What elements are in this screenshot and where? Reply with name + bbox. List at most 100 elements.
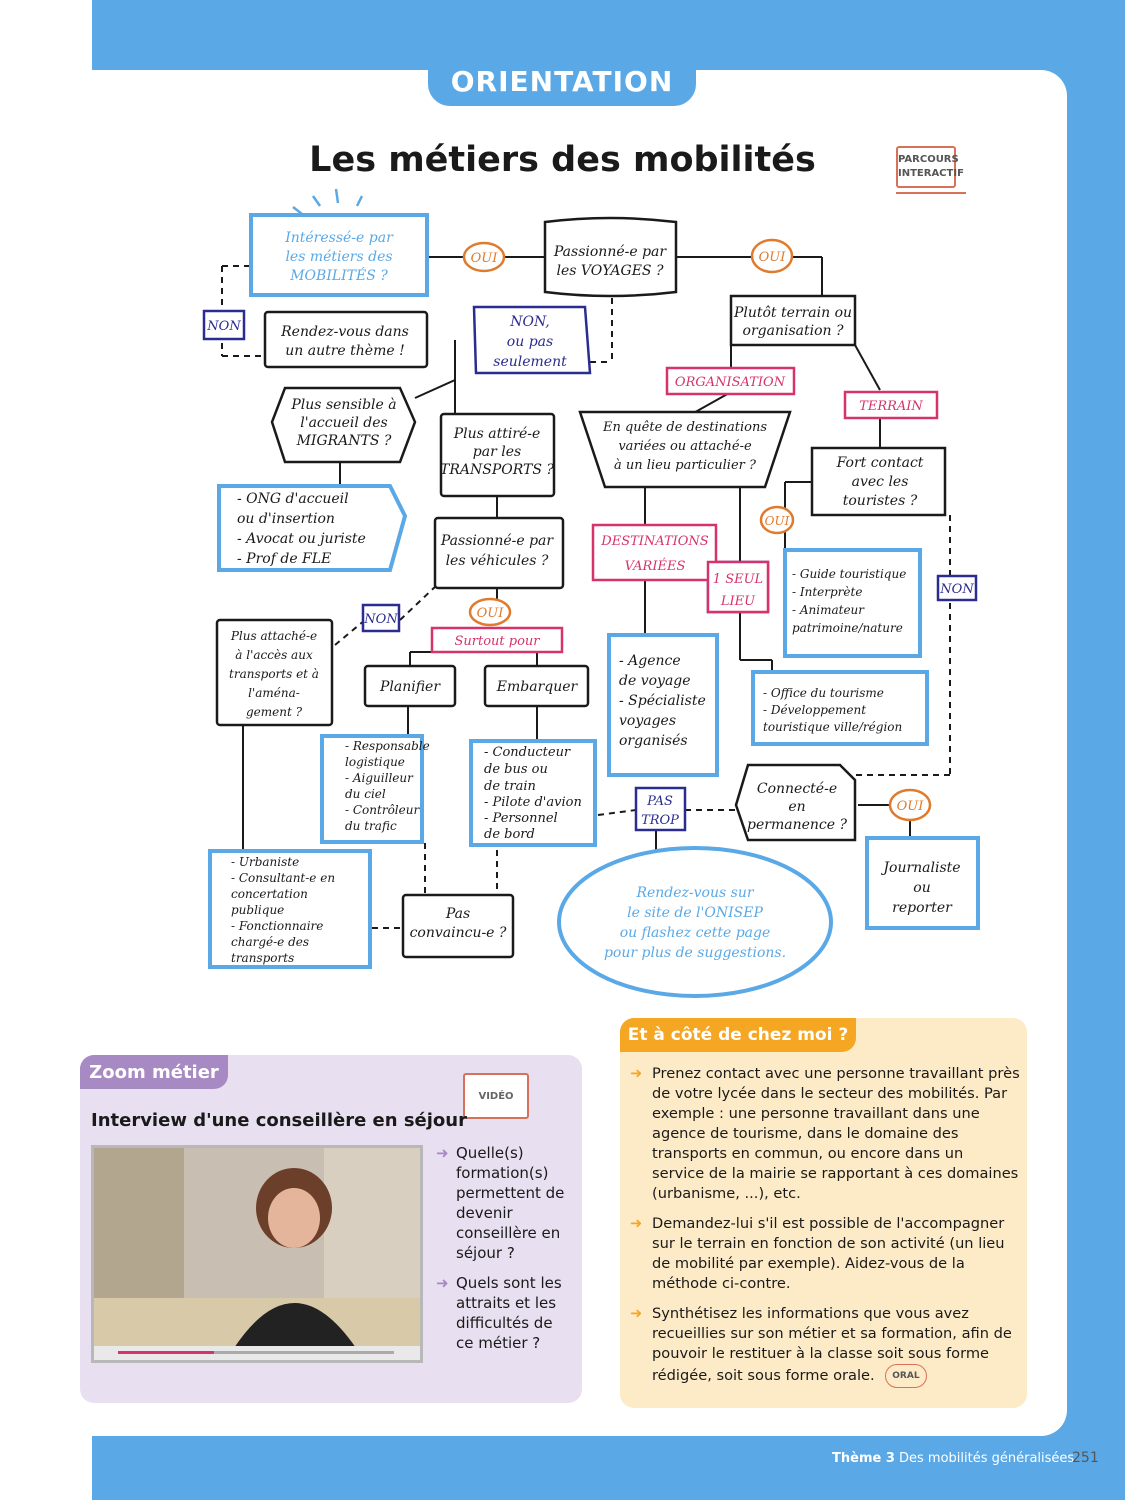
conducteur-item: - Pilote d'avion — [484, 795, 582, 810]
urbaniste-item: - Consultant-e en — [231, 871, 335, 885]
quete-line1: En quête de destinations — [602, 420, 767, 435]
ong-item: - Prof de FLE — [237, 551, 331, 567]
voyages-line2: les VOYAGES ? — [557, 263, 664, 279]
destinations-line2: VARIÉES — [625, 558, 686, 574]
parcours-line-1: PARCOURS — [898, 154, 959, 165]
oui-label: OUI — [897, 799, 925, 814]
parcours-line-2: INTERACTIF — [898, 168, 964, 179]
non-pas-seulement-line3: seulement — [493, 354, 567, 370]
ong-item: - ONG d'accueil — [237, 491, 349, 507]
arrow-right-icon: ➜ — [630, 1065, 643, 1082]
contact-line1: Fort contact — [836, 455, 924, 471]
acces-line5: gement ? — [246, 705, 303, 719]
video-button[interactable]: VIDÉO — [463, 1073, 529, 1119]
oral-badge[interactable]: ORAL — [885, 1364, 927, 1388]
transports-line2: par les — [473, 444, 521, 460]
urbaniste-item: publique — [231, 903, 284, 917]
contact-line3: touristes ? — [843, 493, 918, 509]
ong-item: ou d'insertion — [237, 511, 335, 527]
onisep-line4: pour plus de suggestions. — [604, 945, 786, 961]
urbaniste-item: chargé-e des — [231, 935, 309, 949]
office-item: touristique ville/région — [763, 720, 902, 734]
parcours-underline — [896, 192, 966, 194]
transports-line3: TRANSPORTS ? — [440, 462, 554, 478]
surtout-pour-label: Surtout pour — [454, 634, 540, 649]
rendez-vous-line1: Rendez-vous dans — [280, 324, 409, 340]
destinations-line1: DESTINATIONS — [600, 534, 709, 549]
ong-item: - Avocat ou juriste — [237, 531, 366, 547]
guide-item: - Interprète — [792, 585, 862, 599]
page-title: Les métiers des mobilités — [309, 140, 816, 180]
vehicules-line2: les véhicules ? — [446, 553, 549, 569]
arrow-right-icon: ➜ — [630, 1305, 643, 1322]
migrants-line2: l'accueil des — [300, 415, 388, 431]
arrow-right-icon: ➜ — [630, 1215, 643, 1232]
onisep-line3: ou flashez cette page — [620, 925, 771, 941]
onisep-line2: le site de l'ONISEP — [627, 905, 763, 921]
non-label: NON — [206, 319, 241, 334]
voyages-line1: Passionné-e par — [553, 244, 668, 260]
responsable-item: - Aiguilleur — [345, 771, 414, 785]
seul-lieu-line2: LIEU — [720, 594, 756, 609]
terrain-orga-line1: Plutôt terrain ou — [733, 305, 852, 321]
parcours-interactif-button[interactable]: PARCOURS INTERACTIF — [896, 146, 964, 188]
conducteur-item: de bus ou — [484, 762, 548, 777]
responsable-item: du trafic — [345, 819, 397, 833]
interesse-line1: Intéressé-e par — [284, 230, 394, 246]
guide-item: patrimoine/nature — [792, 621, 903, 635]
conducteur-item: - Conducteur — [484, 745, 571, 760]
responsable-item: logistique — [345, 755, 405, 769]
quete-line2: variées ou attaché-e — [618, 439, 752, 454]
burst-marks — [292, 188, 364, 215]
non-pas-seulement-line1: NON, — [509, 314, 550, 330]
question-item: ➜ Quelle(s) formation(s) permettent de d… — [436, 1143, 571, 1263]
organisation-label: ORGANISATION — [675, 375, 786, 390]
pas-convaincu-line2: convaincu-e ? — [410, 925, 507, 941]
cote-item: ➜ Demandez-lui s'il est possible de l'ac… — [630, 1214, 1020, 1294]
guide-item: - Animateur — [792, 603, 865, 617]
urbaniste-item: - Fonctionnaire — [231, 919, 323, 933]
non-label: NON — [939, 582, 974, 597]
migrants-line3: MIGRANTS ? — [296, 433, 392, 449]
zoom-title: Interview d'une conseillère en séjour — [91, 1110, 467, 1131]
zoom-questions: ➜ Quelle(s) formation(s) permettent de d… — [436, 1143, 571, 1363]
arrow-right-icon: ➜ — [436, 1274, 449, 1292]
responsable-item: - Contrôleur — [345, 803, 420, 817]
arrow-right-icon: ➜ — [436, 1144, 449, 1162]
connecte-line2: en — [788, 799, 805, 815]
contact-line2: avec les — [852, 474, 909, 490]
planifier-label: Planifier — [379, 679, 441, 695]
seul-lieu-line1: 1 SEUL — [713, 572, 763, 587]
cote-item: ➜ Prenez contact avec une personne trava… — [630, 1064, 1020, 1204]
urbaniste-item: concertation — [231, 887, 308, 901]
cote-text: Demandez-lui s'il est possible de l'acco… — [652, 1215, 1005, 1292]
cote-text: Synthétisez les informations que vous av… — [652, 1305, 1012, 1384]
onisep-line1: Rendez-vous sur — [635, 885, 754, 901]
oui-label: OUI — [759, 250, 787, 265]
question-item: ➜ Quels sont les attraits et les difficu… — [436, 1273, 571, 1353]
conducteur-item: de train — [484, 779, 536, 794]
responsable-item: - Responsable — [345, 739, 430, 753]
footer-theme-label: Thème 3 — [832, 1451, 895, 1466]
office-item: - Développement — [763, 703, 866, 717]
footer-theme: Thème 3 Des mobilités généralisées — [832, 1451, 1074, 1466]
urbaniste-item: - Urbaniste — [231, 855, 299, 869]
agence-item: - Agence — [619, 653, 681, 669]
cote-item: ➜ Synthétisez les informations que vous … — [630, 1304, 1020, 1388]
oui-label: OUI — [765, 514, 790, 528]
video-player[interactable] — [91, 1145, 423, 1363]
flowchart: Intéressé-e par les métiers des MOBILITÉ… — [202, 188, 980, 998]
cote-tag: Et à côté de chez moi ? — [620, 1018, 856, 1052]
non-label: NON — [363, 612, 398, 627]
left-margin — [0, 0, 92, 1500]
conducteur-item: - Personnel — [484, 811, 558, 826]
bottom-band — [92, 1436, 1125, 1500]
connecte-line1: Connecté-e — [757, 781, 837, 797]
responsable-item: du ciel — [345, 787, 386, 801]
agence-item: organisés — [619, 733, 688, 749]
terrain-label: TERRAIN — [859, 399, 923, 414]
page-number: 251 — [1072, 1450, 1099, 1466]
cote-panel — [620, 1018, 1027, 1408]
cote-list: ➜ Prenez contact avec une personne trava… — [630, 1064, 1020, 1398]
agence-item: de voyage — [619, 673, 691, 689]
